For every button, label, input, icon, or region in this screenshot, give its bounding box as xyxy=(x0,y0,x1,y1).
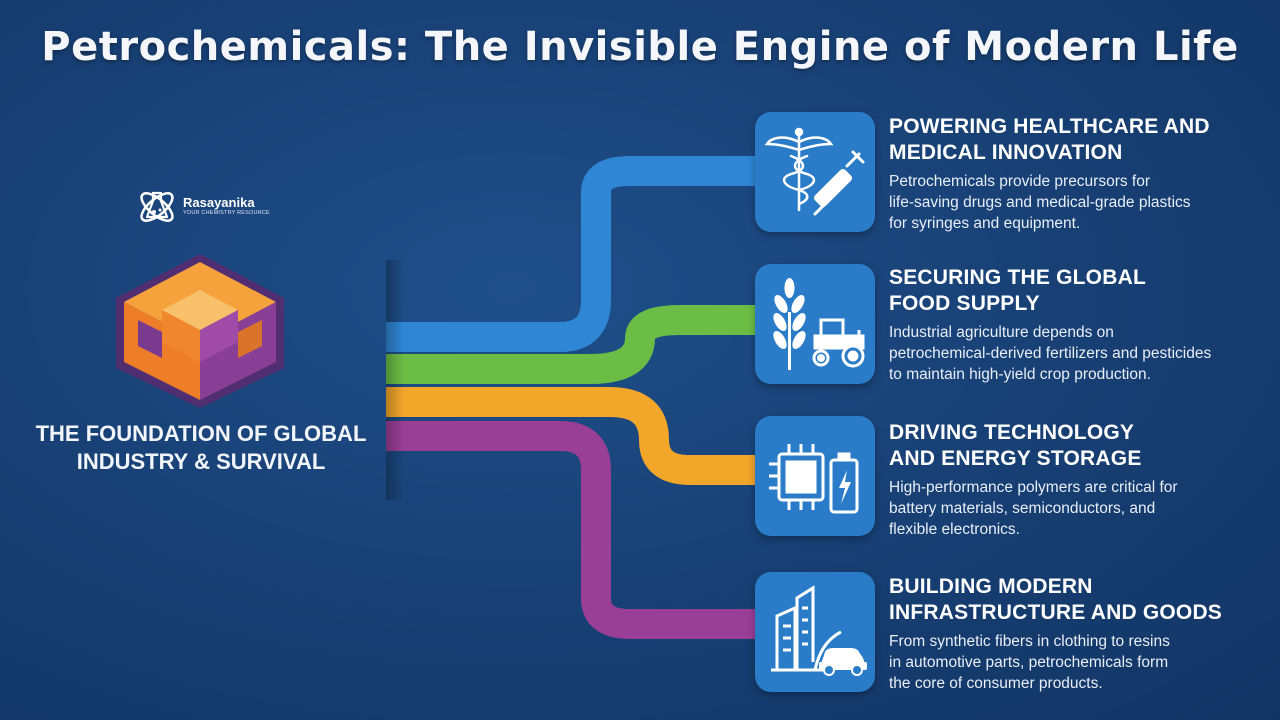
section-description: Petrochemicals provide precursors for li… xyxy=(889,173,1191,232)
foundation-line-2: INDUSTRY & SURVIVAL xyxy=(76,449,326,474)
infrastructure-icon-box xyxy=(755,572,875,692)
healthcare-icon-box xyxy=(755,112,875,232)
section-title: POWERING HEALTHCARE AND MEDICAL INNOVATI… xyxy=(889,115,1210,164)
atom-flask-icon xyxy=(140,191,174,222)
food-icon-box xyxy=(755,264,875,384)
section-title: SECURING THE GLOBAL FOOD SUPPLY xyxy=(889,266,1146,315)
connector-shadow xyxy=(386,260,404,500)
section-description: From synthetic fibers in clothing to res… xyxy=(889,633,1170,692)
technology-icon-box xyxy=(755,416,875,536)
section-infrastructure: BUILDING MODERN INFRASTRUCTURE AND GOODS… xyxy=(889,574,1274,694)
flow-purple xyxy=(386,421,760,639)
section-description: High-performance polymers are critical f… xyxy=(889,479,1178,538)
cube-logo-icon xyxy=(116,254,284,408)
section-title: DRIVING TECHNOLOGY AND ENERGY STORAGE xyxy=(889,421,1142,470)
battery-icon xyxy=(829,452,859,514)
car-icon xyxy=(819,648,867,676)
foundation-label: THE FOUNDATION OF GLOBAL INDUSTRY & SURV… xyxy=(16,420,386,476)
foundation-line-1: THE FOUNDATION OF GLOBAL xyxy=(35,421,367,446)
syringe-icon xyxy=(813,150,865,216)
flow-green xyxy=(386,305,760,384)
section-description: Industrial agriculture depends on petroc… xyxy=(889,324,1212,383)
section-healthcare: POWERING HEALTHCARE AND MEDICAL INNOVATI… xyxy=(889,114,1274,234)
section-title: BUILDING MODERN INFRASTRUCTURE AND GOODS xyxy=(889,575,1223,624)
microchip-icon xyxy=(769,444,825,510)
buildings-icon xyxy=(771,585,842,672)
flow-orange xyxy=(386,387,760,485)
brand-logo: Rasayanika YOUR CHEMISTRY RESOURCE xyxy=(134,183,270,229)
logo-tagline: YOUR CHEMISTRY RESOURCE xyxy=(183,210,270,216)
wheat-icon xyxy=(773,278,806,370)
flow-blue xyxy=(386,156,760,352)
caduceus-icon xyxy=(764,127,834,212)
logo-name: Rasayanika xyxy=(183,195,255,210)
tractor-icon xyxy=(812,318,865,368)
section-technology: DRIVING TECHNOLOGY AND ENERGY STORAGE Hi… xyxy=(889,420,1274,540)
section-food-supply: SECURING THE GLOBAL FOOD SUPPLY Industri… xyxy=(889,265,1274,385)
page-title: Petrochemicals: The Invisible Engine of … xyxy=(41,24,1239,70)
